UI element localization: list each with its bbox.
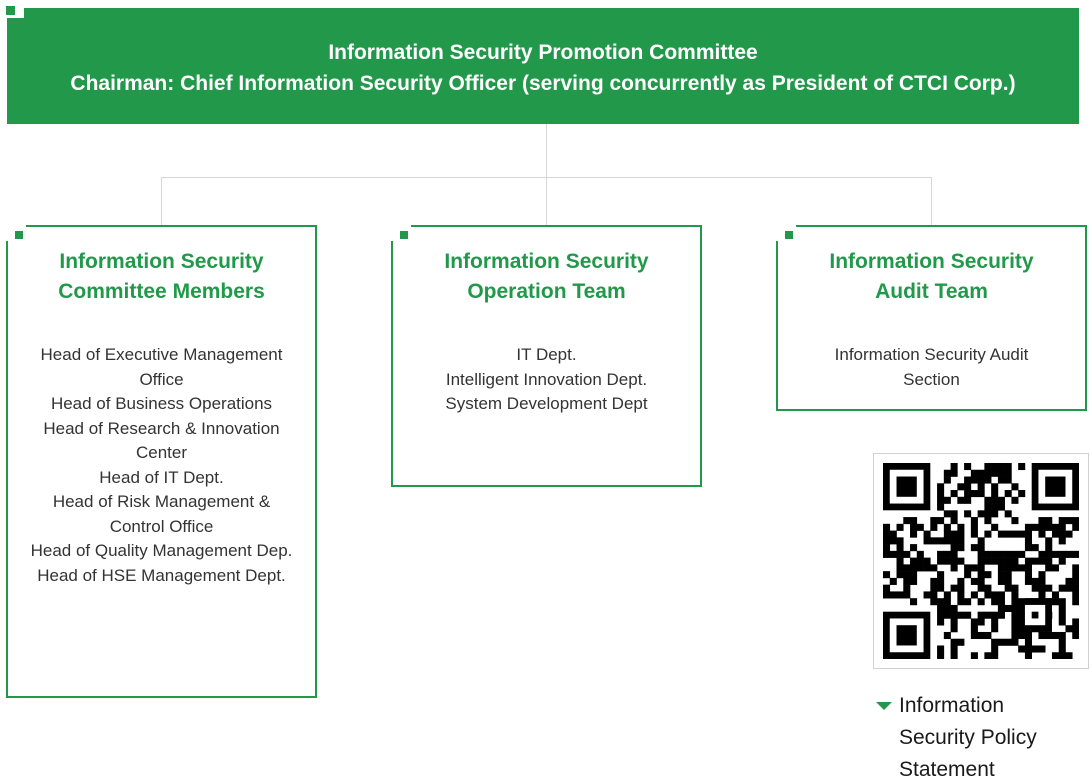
- corner-marker-icon: [6, 6, 15, 15]
- card-title: Information Security Audit Team: [829, 250, 1034, 303]
- member-item: Head of Quality Management Dep.: [30, 541, 293, 560]
- member-item: Control Office: [109, 516, 214, 536]
- card-marker-icon: [15, 231, 23, 239]
- qr-code-icon: [883, 463, 1079, 659]
- connector-horizontal: [161, 177, 932, 178]
- member-item: Head of Research & Innovation: [43, 418, 280, 438]
- policy-statement-link[interactable]: Information Security Policy Statement: [875, 690, 1085, 783]
- connector-trunk: [546, 124, 547, 226]
- card-marker-icon: [785, 231, 793, 239]
- connector-left-drop: [161, 177, 162, 226]
- policy-statement-label[interactable]: Information Security Policy Statement: [899, 694, 1037, 781]
- member-item: Head of Risk Management &: [52, 492, 271, 511]
- member-item: Head of Executive Management: [40, 345, 283, 364]
- member-list: IT Dept. Intelligent Innovation Dept. Sy…: [393, 343, 700, 417]
- member-item: IT Dept.: [516, 345, 577, 364]
- audit-team-card: Information Security Audit Team Informat…: [776, 225, 1087, 411]
- green-arrow-icon: [876, 702, 892, 710]
- card-title: Information Security Operation Team: [444, 250, 649, 303]
- operation-team-card: Information Security Operation Team IT D…: [391, 225, 702, 487]
- committee-chairman: Chairman: Chief Information Security Off…: [70, 72, 1016, 95]
- card-marker-icon: [400, 231, 408, 239]
- member-item: Head of Business Operations: [50, 394, 273, 413]
- connector-right-drop: [931, 177, 932, 226]
- member-list: Information Security Audit Section: [778, 343, 1085, 392]
- member-item: System Development Dept: [445, 394, 648, 413]
- qr-code-frame[interactable]: [873, 453, 1089, 669]
- member-item: Information Security Audit: [834, 345, 1029, 364]
- member-list: Head of Executive Management Office Head…: [8, 343, 315, 588]
- committee-members-card: Information Security Committee Members H…: [6, 225, 317, 698]
- member-item: Intelligent Innovation Dept.: [445, 369, 648, 389]
- member-item: Center: [135, 443, 188, 462]
- promotion-committee-box: Information Security Promotion Committee…: [0, 0, 1079, 124]
- member-item: Office: [139, 369, 184, 389]
- member-item: Head of IT Dept.: [99, 467, 224, 487]
- committee-title: Information Security Promotion Committee: [328, 41, 758, 64]
- member-item: Section: [903, 369, 960, 389]
- card-title: Information Security Committee Members: [58, 250, 265, 303]
- member-item: Head of HSE Management Dept.: [37, 565, 286, 585]
